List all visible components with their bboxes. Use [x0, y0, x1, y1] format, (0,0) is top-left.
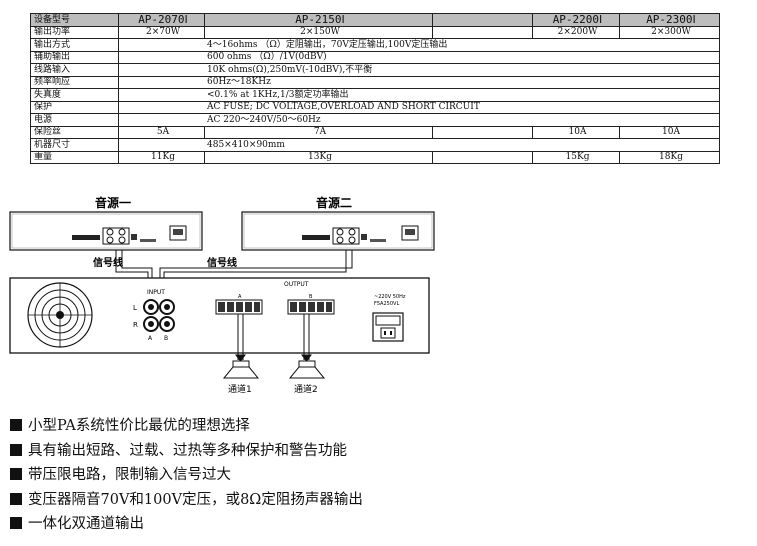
square-bullet-icon: [10, 419, 22, 431]
source-device-1: [9, 211, 203, 251]
value-cell: 18Kg: [619, 150, 720, 164]
square-bullet-icon: [10, 443, 22, 456]
feature-list: 小型PA系统性价比最优的理想选择 具有输出短路、过载、过热等多种保护和警告功能 …: [10, 414, 363, 537]
row-label: 输出功率: [30, 25, 119, 39]
value-cell: 600 ohms （Ω）/1V(0dBV): [118, 50, 720, 64]
row-label: 输出方式: [30, 38, 119, 52]
header-cell: AP-2150Ⅰ: [204, 13, 433, 27]
feature-item: 具有输出短路、过载、过热等多种保护和警告功能: [10, 439, 363, 464]
value-cell: 11Kg: [118, 150, 205, 164]
spec-row: 线路输入 10K ohms(Ω),250mV(-10dBV),不平衡: [30, 63, 720, 77]
spec-row: 机器尺寸 485×410×90mm: [30, 138, 720, 152]
value-cell: 7A: [204, 125, 433, 139]
spec-header-row: 设备型号 AP-2070Ⅰ AP-2150Ⅰ AP-2200Ⅰ AP-2300Ⅰ: [30, 13, 720, 27]
row-label: 线路输入: [30, 63, 119, 77]
value-cell: [432, 25, 533, 39]
value-cell: <0.1% at 1KHz,1/3额定功率输出: [118, 88, 720, 102]
value-cell: AC 220～240V/50～60Hz: [118, 113, 720, 127]
speaker-wires: [235, 314, 312, 362]
signal-line-label-2: 信号线: [207, 256, 237, 269]
source1-label: 音源一: [95, 195, 131, 210]
feature-text: 变压器隔音70V和100V定压，或8Ω定阻扬声器输出: [28, 491, 363, 508]
input-jacks: [143, 299, 175, 332]
connection-diagram: 音源一 音源二 信号线 信号线: [9, 195, 435, 395]
spec-row: 辅助输出 600 ohms （Ω）/1V(0dBV): [30, 50, 720, 64]
spec-row: 重量 11Kg 13Kg 15Kg 18Kg: [30, 150, 720, 164]
value-cell: 60Hz～18KHz: [118, 75, 720, 89]
feature-text: 小型PA系统性价比最优的理想选择: [28, 418, 250, 434]
feature-text: 具有输出短路、过载、过热等多种保护和警告功能: [28, 442, 347, 459]
speaker-2-label: 通道2: [294, 383, 318, 395]
feature-item: 一体化双通道输出: [10, 512, 363, 537]
input-label: INPUT: [147, 289, 165, 296]
output-terminals: [215, 299, 335, 315]
value-cell: 5A: [118, 125, 205, 139]
value-cell: 10A: [532, 125, 620, 139]
channel-b-label: B: [164, 335, 168, 342]
power-rating-label: ~220V 50Hz: [374, 294, 406, 300]
source2-label: 音源二: [316, 195, 352, 210]
row-label: 机器尺寸: [30, 138, 119, 152]
signal-line-label-1: 信号线: [93, 256, 123, 269]
spec-table: 设备型号 AP-2070Ⅰ AP-2150Ⅰ AP-2200Ⅰ AP-2300Ⅰ…: [30, 13, 720, 164]
header-cell: AP-2200Ⅰ: [532, 13, 620, 27]
square-bullet-icon: [10, 517, 22, 529]
value-cell: 4～16ohms （Ω）定阻输出，70V定压输出,100V定压输出: [118, 38, 720, 52]
value-cell: 485×410×90mm: [118, 138, 720, 152]
fuse-rating-label: F5A250VL: [374, 301, 399, 307]
square-bullet-icon: [10, 468, 22, 480]
spec-row: 频率响应 60Hz～18KHz: [30, 75, 720, 89]
terminal-a-label: A: [238, 294, 242, 300]
row-label: 保险丝: [30, 125, 119, 139]
header-cell: AP-2300Ⅰ: [619, 13, 720, 27]
row-label: 失真度: [30, 88, 119, 102]
amplifier-rear-panel: [9, 277, 430, 354]
feature-text: 带压限电路，限制输入信号过大: [28, 467, 231, 483]
spec-row: 失真度 <0.1% at 1KHz,1/3额定功率输出: [30, 88, 720, 102]
speaker-1-icon: [222, 360, 260, 379]
row-label: 重量: [30, 150, 119, 164]
channel-a-label: A: [148, 335, 153, 342]
spec-row: 保护 AC FUSE; DC VOLTAGE,OVERLOAD AND SHOR…: [30, 100, 720, 114]
power-socket: [372, 312, 404, 342]
output-label: OUTPUT: [284, 281, 309, 288]
row-label: 保护: [30, 100, 119, 114]
value-cell: 2×200W: [532, 25, 620, 39]
row-label: 频率响应: [30, 75, 119, 89]
spec-row: 输出功率 2×70W 2×150W 2×200W 2×300W: [30, 25, 720, 39]
source-device-2: [241, 211, 435, 251]
speaker-1-label: 通道1: [228, 383, 252, 395]
header-cell: 设备型号: [30, 13, 119, 27]
value-cell: 15Kg: [532, 150, 620, 164]
value-cell: [432, 125, 533, 139]
value-cell: 2×150W: [204, 25, 433, 39]
feature-item: 变压器隔音70V和100V定压，或8Ω定阻扬声器输出: [10, 488, 363, 513]
spec-row: 保险丝 5A 7A 10A 10A: [30, 125, 720, 139]
feature-item: 小型PA系统性价比最优的理想选择: [10, 414, 363, 439]
header-cell: AP-2070Ⅰ: [118, 13, 205, 27]
row-label: 辅助输出: [30, 50, 119, 64]
terminal-b-label: B: [309, 294, 313, 300]
speaker-2-icon: [288, 360, 326, 379]
value-cell: 10K ohms(Ω),250mV(-10dBV),不平衡: [118, 63, 720, 77]
feature-item: 带压限电路，限制输入信号过大: [10, 463, 363, 488]
value-cell: [432, 150, 533, 164]
square-bullet-icon: [10, 492, 22, 505]
channel-l-label: L: [133, 304, 137, 312]
value-cell: 10A: [619, 125, 720, 139]
spec-row: 电源 AC 220～240V/50～60Hz: [30, 113, 720, 127]
value-cell: 2×70W: [118, 25, 205, 39]
value-cell: 13Kg: [204, 150, 433, 164]
value-cell: 2×300W: [619, 25, 720, 39]
spec-row: 输出方式 4～16ohms （Ω）定阻输出，70V定压输出,100V定压输出: [30, 38, 720, 52]
row-label: 电源: [30, 113, 119, 127]
feature-text: 一体化双通道输出: [28, 516, 144, 532]
channel-r-label: R: [133, 321, 138, 329]
header-cell: [432, 13, 533, 27]
value-cell: AC FUSE; DC VOLTAGE,OVERLOAD AND SHORT C…: [118, 100, 720, 114]
